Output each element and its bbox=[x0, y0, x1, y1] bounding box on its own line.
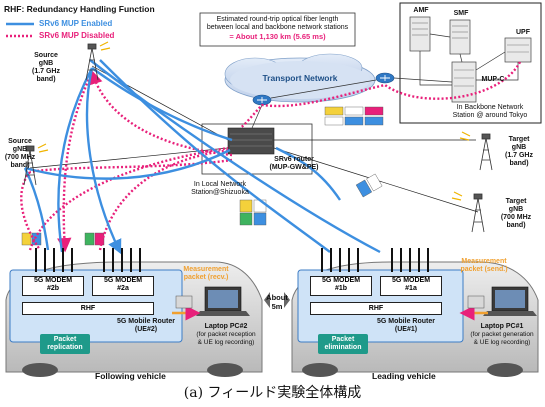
target-gnb-700-tower-icon bbox=[451, 191, 485, 233]
laptop-pc1-line1: Laptop PC#1 bbox=[480, 323, 524, 330]
distance-arrow-left bbox=[264, 292, 270, 308]
laptop-pc2-icon bbox=[196, 286, 250, 316]
estimate-line1: Estimated round-trip optical fiber lengt… bbox=[216, 16, 339, 23]
server-smf-icon bbox=[449, 19, 471, 55]
packet-stack-right bbox=[355, 173, 383, 198]
following-router-line2: (UE#2) bbox=[134, 326, 158, 333]
source-gnb-700-tower-icon bbox=[23, 143, 49, 186]
leading-rhf: RHF bbox=[310, 302, 442, 315]
laptop-pc2-line1: Laptop PC#2 bbox=[204, 323, 248, 330]
upf-label: UPF bbox=[516, 29, 530, 36]
laptop-pc2-line2: (for packet reception bbox=[196, 331, 256, 338]
packet-elimination-badge: Packet elimination bbox=[318, 334, 368, 354]
estimate-box bbox=[199, 12, 356, 47]
srv6-router-line1: SRv6 router bbox=[274, 156, 314, 163]
laptop-pc1-icon bbox=[483, 286, 537, 316]
transport-network-cloud bbox=[224, 53, 376, 103]
estimate-line2: between local and backbone network stati… bbox=[206, 24, 349, 31]
following-vehicle-label: Following vehicle bbox=[95, 371, 166, 381]
transport-network-label: Transport Network bbox=[262, 73, 338, 83]
srv6-router-icon bbox=[227, 127, 275, 155]
leading-vehicle-label: Leading vehicle bbox=[372, 371, 436, 381]
mupc-label: MUP-C bbox=[481, 76, 505, 83]
server-amf-icon bbox=[409, 16, 431, 52]
leading-router-line2: (UE#1) bbox=[394, 326, 418, 333]
distance-line2: 5m bbox=[271, 302, 283, 311]
measurement-send-line1: Measurement bbox=[461, 258, 507, 265]
following-rhf: RHF bbox=[22, 302, 154, 315]
srv6-router-line2: (MUP-GW&PE) bbox=[269, 164, 319, 171]
backbone-station-line1: In Backbone Network bbox=[456, 104, 524, 111]
srv6-enabled-paths bbox=[23, 59, 381, 255]
measurement-send-line2: packet (send.) bbox=[460, 266, 508, 273]
leading-packet-icon bbox=[467, 295, 485, 309]
estimate-line3: = About 1,130 km (5.65 ms) bbox=[229, 32, 326, 41]
packet-stack-mid bbox=[239, 199, 267, 226]
distance-line1: About bbox=[266, 293, 288, 302]
amf-label: AMF bbox=[413, 7, 429, 14]
following-antennas bbox=[35, 248, 141, 272]
laptop-pc2-line3: & UE log recording) bbox=[197, 339, 255, 346]
diagram-title: RHF: Redundancy Handling Function bbox=[4, 4, 155, 14]
local-station-line2: Station@Shizuoka bbox=[191, 189, 249, 196]
packet-replication-badge: Packet replication bbox=[40, 334, 90, 354]
laptop-pc1-line2: (for packet generation bbox=[470, 331, 534, 338]
figure-caption: (a) フィールド実験全体構成 bbox=[183, 385, 362, 401]
legend-enabled-label: SRv6 MUP Enabled bbox=[39, 19, 113, 28]
packet-stack-left bbox=[21, 232, 105, 246]
following-packet-icon bbox=[175, 295, 193, 309]
modem-1b: 5G MODEM #1b bbox=[310, 276, 372, 296]
local-station-line1: In Local Network bbox=[193, 181, 247, 188]
srv6-disabled-paths bbox=[20, 61, 522, 253]
modem-2b: 5G MODEM #2b bbox=[22, 276, 84, 296]
modem-1a: 5G MODEM #1a bbox=[380, 276, 442, 296]
modem-2a: 5G MODEM #2a bbox=[92, 276, 154, 296]
cloud-router-icon bbox=[252, 94, 272, 106]
measurement-recv-line2: packet (recv.) bbox=[183, 274, 229, 281]
backbone-router-icon bbox=[375, 72, 395, 84]
distance-arrow-right bbox=[284, 292, 290, 308]
measurement-recv-line1: Measurement bbox=[183, 266, 229, 273]
packet-stack-top bbox=[324, 106, 384, 126]
laptop-pc1-line3: & UE log recording) bbox=[473, 339, 531, 346]
legend-disabled-label: SRv6 MUP Disabled bbox=[39, 31, 115, 40]
smf-label: SMF bbox=[453, 10, 469, 17]
leading-antennas bbox=[321, 248, 429, 272]
source-gnb-17-tower-icon bbox=[85, 41, 111, 81]
target-gnb-17-tower-icon bbox=[459, 131, 493, 171]
server-upf-icon bbox=[504, 37, 532, 63]
following-router-line1: 5G Mobile Router bbox=[117, 318, 175, 325]
leading-router-line1: 5G Mobile Router bbox=[377, 318, 435, 325]
backbone-station-line2: Station @ around Tokyo bbox=[452, 112, 528, 119]
